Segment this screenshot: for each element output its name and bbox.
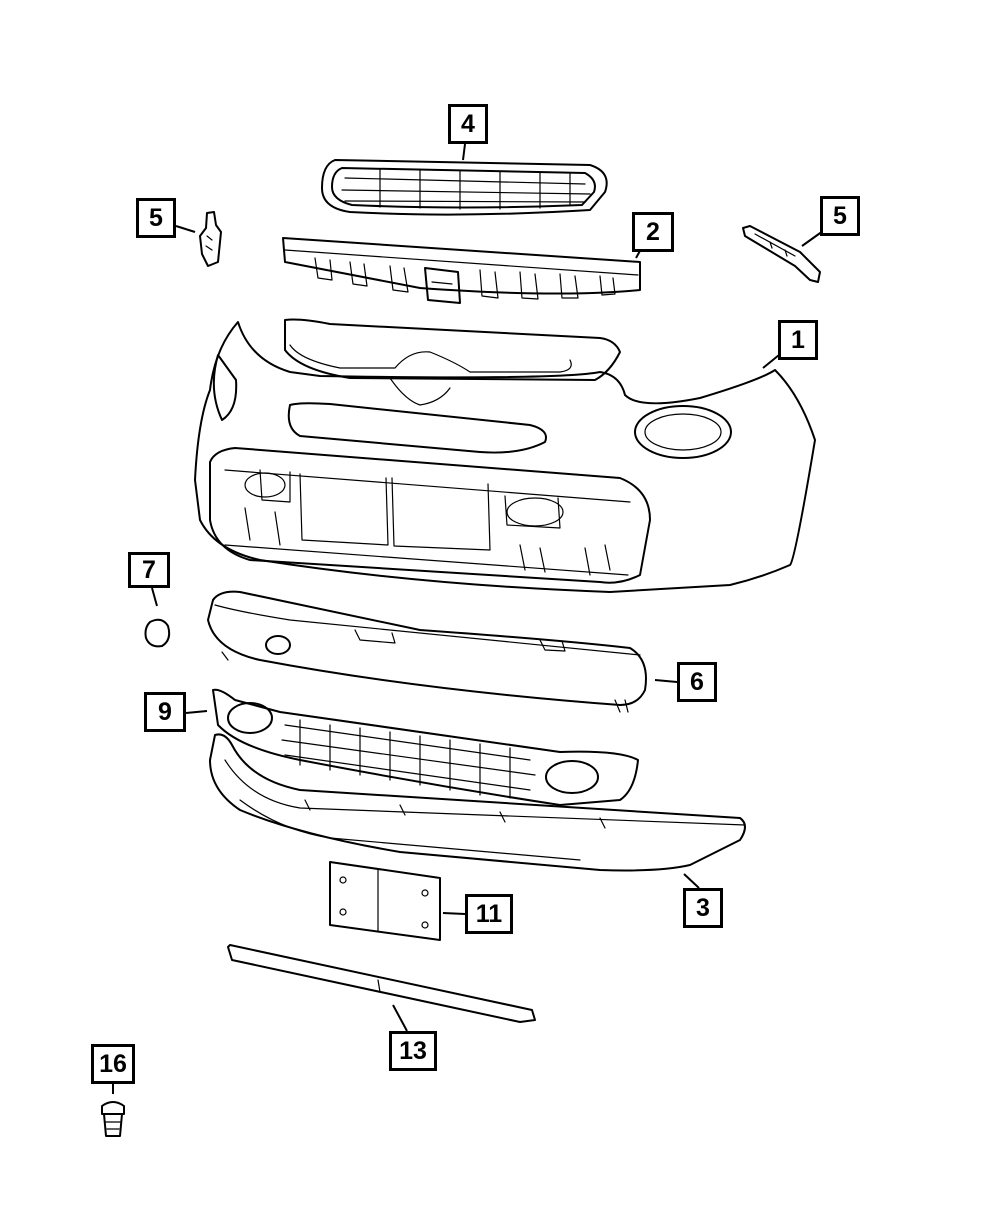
part-16-push-clip <box>101 1101 125 1137</box>
part-6-lower-fascia <box>207 590 647 713</box>
callout-part-4: 4 <box>448 104 488 144</box>
part-2-grille-support <box>282 237 641 304</box>
part-4-upper-grille <box>321 159 608 216</box>
callout-part-9: 9 <box>144 692 186 732</box>
callout-part-6: 6 <box>677 662 717 702</box>
part-5-left-bracket <box>199 211 222 267</box>
callout-part-5-right: 5 <box>820 196 860 236</box>
callout-part-2: 2 <box>632 212 674 252</box>
callout-part-13: 13 <box>389 1031 437 1071</box>
part-1-front-fascia <box>194 318 816 593</box>
part-5-right-bracket <box>742 225 821 283</box>
callout-part-3: 3 <box>683 888 723 928</box>
part-11-license-bracket <box>329 861 441 941</box>
callout-part-16: 16 <box>91 1044 135 1084</box>
callout-part-11: 11 <box>465 894 513 934</box>
part-7-tow-hook-cap <box>144 618 171 648</box>
part-9-lower-grille <box>212 688 639 806</box>
callout-part-5-left: 5 <box>136 198 176 238</box>
part-13-molding-strip <box>227 944 536 1023</box>
callout-part-7: 7 <box>128 552 170 588</box>
callout-part-1: 1 <box>778 320 818 360</box>
part-3-lower-spoiler <box>209 733 746 872</box>
